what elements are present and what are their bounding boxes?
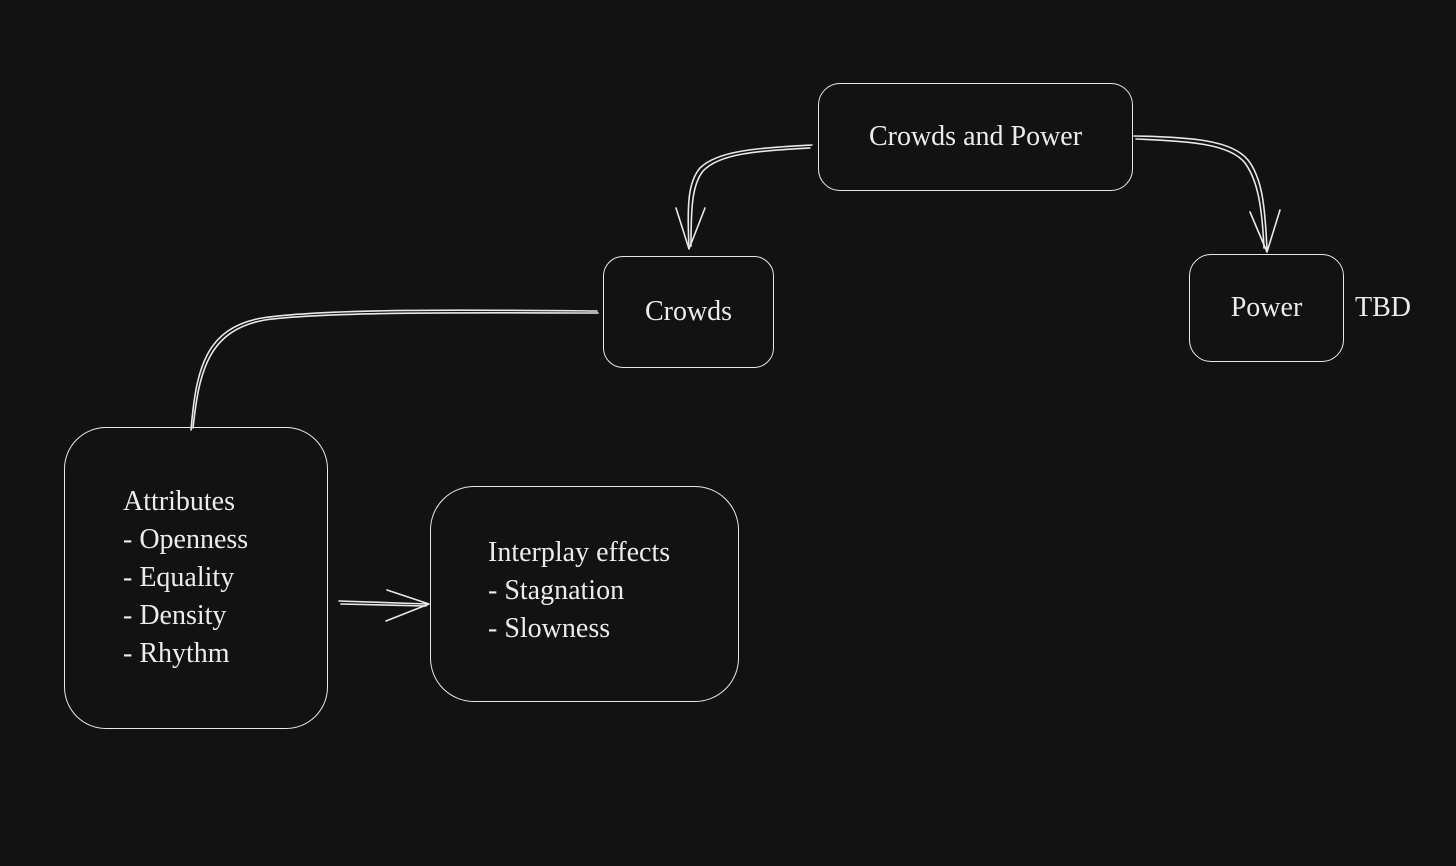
node-interplay-effects[interactable]: Interplay effects - Stagnation - Slownes… xyxy=(430,486,739,702)
node-crowds[interactable]: Crowds xyxy=(603,256,774,368)
attributes-item-rhythm: - Rhythm xyxy=(123,638,230,669)
attributes-item-openness: - Openness xyxy=(123,524,249,555)
interplay-item-slowness: - Slowness xyxy=(488,613,611,644)
node-power-label: Power xyxy=(1230,292,1303,323)
node-power[interactable]: Power xyxy=(1189,254,1344,362)
edge-crowds-to-attributes xyxy=(190,309,598,431)
interplay-item-stagnation: - Stagnation xyxy=(488,575,625,606)
edge-root-to-power-sketch xyxy=(1135,138,1265,249)
attributes-item-equality: - Equality xyxy=(123,562,235,593)
edge-root-to-power-arrowhead xyxy=(1249,209,1281,253)
attributes-text-block: Attributes - Openness - Equality - Densi… xyxy=(123,483,248,673)
node-crowds-label: Crowds xyxy=(644,296,733,327)
edge-attributes-to-interplay-arrowhead xyxy=(385,589,430,622)
edge-root-to-crowds-sketch xyxy=(690,147,811,247)
edge-crowds-to-attributes-sketch xyxy=(192,312,599,429)
attributes-heading: Attributes xyxy=(123,486,235,517)
edge-root-to-power xyxy=(1133,135,1268,251)
edge-attributes-to-interplay xyxy=(338,600,429,605)
edge-root-to-crowds-arrowhead xyxy=(675,207,706,250)
attributes-item-density: - Density xyxy=(123,600,227,631)
interplay-text-block: Interplay effects - Stagnation - Slownes… xyxy=(488,534,670,648)
power-tbd-note: TBD xyxy=(1355,292,1411,323)
node-crowds-and-power[interactable]: Crowds and Power xyxy=(818,83,1133,191)
edge-attributes-to-interplay-sketch xyxy=(340,603,427,607)
node-attributes[interactable]: Attributes - Openness - Equality - Densi… xyxy=(64,427,328,729)
interplay-heading: Interplay effects xyxy=(488,537,671,568)
node-crowds-and-power-label: Crowds and Power xyxy=(868,121,1083,152)
edge-root-to-crowds xyxy=(687,144,813,249)
